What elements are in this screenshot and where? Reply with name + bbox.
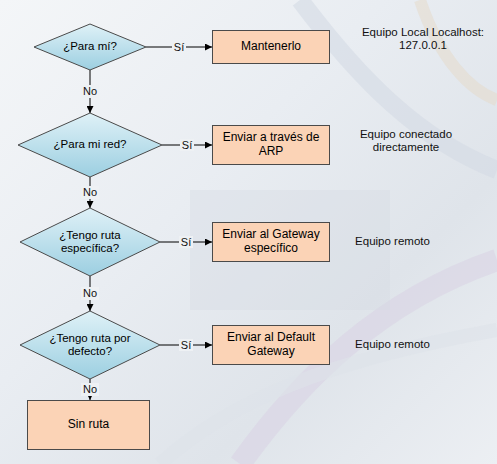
edge-label: Sí: [179, 236, 193, 248]
edge-label: No: [81, 383, 99, 395]
decision-diamond: ¿Tengo ruta por defecto?: [20, 311, 160, 379]
process-text: Sin ruta: [68, 418, 109, 432]
process-text: Enviar al Default Gateway: [219, 331, 323, 359]
process-text: Enviar a través de ARP: [219, 131, 323, 159]
decision-text: ¿Tengo ruta específica?: [45, 229, 135, 255]
process-box: Enviar al Default Gateway: [212, 325, 330, 365]
edge-label: Sí: [180, 139, 194, 151]
process-box: Enviar al Gateway específico: [212, 222, 330, 262]
process-box: Sin ruta: [27, 400, 150, 450]
process-text: Enviar al Gateway específico: [219, 228, 323, 256]
edge-label: No: [81, 85, 99, 97]
decision-diamond: ¿Tengo ruta específica?: [20, 208, 160, 276]
edge-label: Sí: [172, 41, 186, 53]
note-label: Equipo conectado directamente: [345, 128, 467, 154]
edge-label: No: [81, 186, 99, 198]
decision-text: ¿Para mí?: [63, 40, 117, 53]
decision-diamond: ¿Para mí?: [34, 24, 146, 70]
decision-diamond: ¿Para mi red?: [18, 113, 162, 177]
note-label: Equipo remoto: [345, 235, 440, 248]
process-text: Mantenerlo: [241, 40, 301, 54]
note-label: Equipo Local Localhost: 127.0.0.1: [352, 26, 494, 52]
edge-label: Sí: [179, 339, 193, 351]
decision-text: ¿Para mi red?: [54, 138, 127, 151]
note-label: Equipo remoto: [345, 338, 440, 351]
edge-label: No: [81, 287, 99, 299]
process-box: Mantenerlo: [212, 30, 330, 64]
decision-text: ¿Tengo ruta por defecto?: [45, 332, 135, 358]
process-box: Enviar a través de ARP: [212, 125, 330, 165]
